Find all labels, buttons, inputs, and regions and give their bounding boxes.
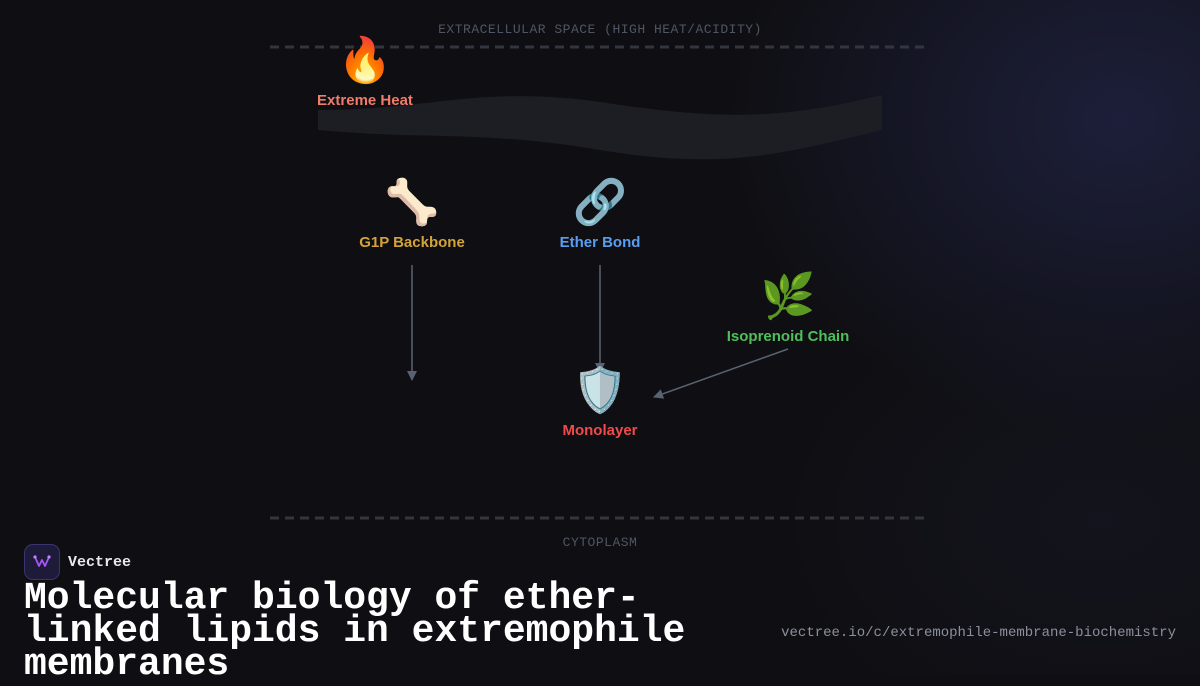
page-title: Molecular biology of ether-linked lipids… [24,577,686,686]
edge-isoprenoid-monolayer-arrow [653,348,789,399]
node-label: Extreme Heat [317,92,413,109]
extracellular-zone-label: EXTRACELLULAR SPACE (HIGH HEAT/ACIDITY) [438,22,762,37]
node-isoprenoid-chain: 🌿 Isoprenoid Chain [688,271,888,346]
node-label: Monolayer [562,422,638,439]
node-label: Isoprenoid Chain [726,328,850,345]
fire-icon: 🔥 [337,35,393,86]
node-g1p-backbone: 🦴 G1P Backbone [312,177,512,252]
node-ether-bond: 🔗 Ether Bond [500,177,700,252]
page-url: vectree.io/c/extremophile-membrane-bioch… [781,625,1176,641]
membrane-wave-band [318,95,882,160]
node-label: Ether Bond [559,234,641,251]
bone-icon: 🦴 [384,177,440,228]
cytoplasm-zone-label: CYTOPLASM [562,535,638,550]
link-icon: 🔗 [572,177,628,228]
node-extreme-heat: 🔥 Extreme Heat [265,35,465,110]
shield-icon: 🛡️ [572,365,628,416]
node-label: G1P Backbone [359,234,465,251]
brand: Vectree [24,544,131,580]
brand-name: Vectree [68,553,132,571]
node-monolayer: 🛡️ Monolayer [500,365,700,440]
vectree-logo-icon [24,544,60,580]
leaf-icon: 🌿 [760,271,816,322]
